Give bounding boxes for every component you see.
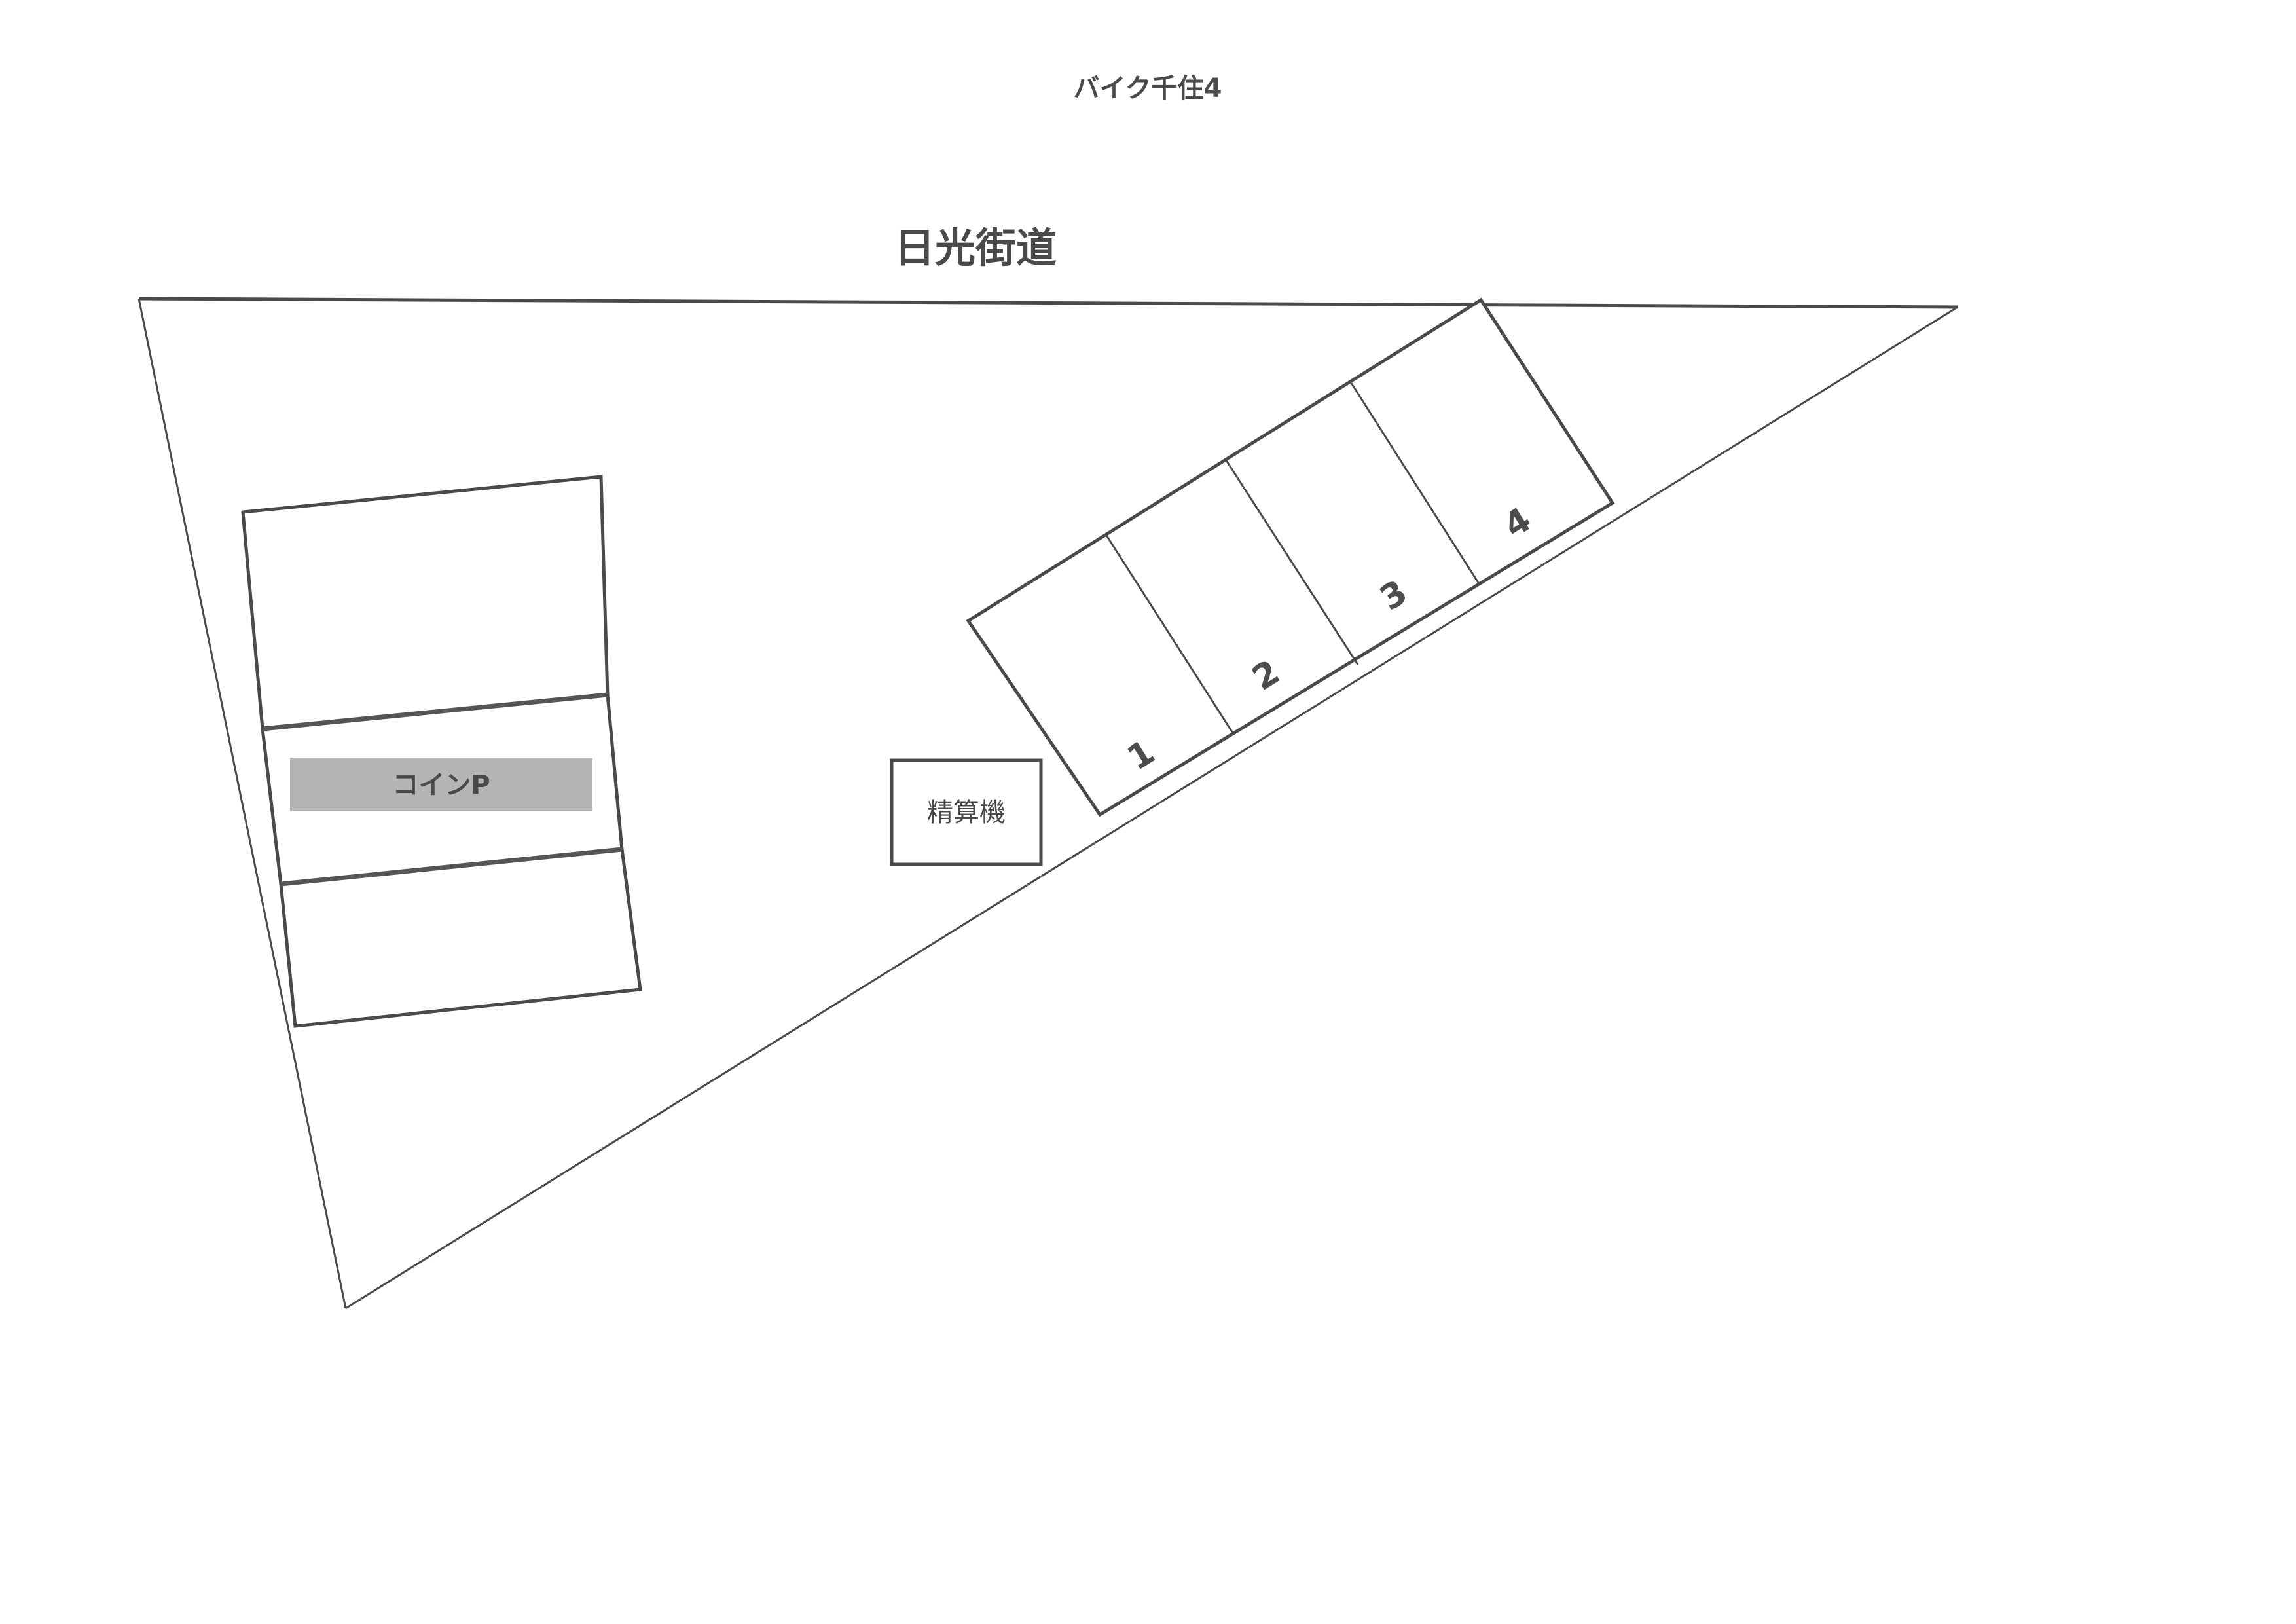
bike-divider-2-3 <box>1225 460 1359 665</box>
coin-parking-label: コインP <box>392 770 490 800</box>
bike-divider-1-2 <box>1104 534 1235 735</box>
lot-boundary <box>137 297 1958 1310</box>
bike-parking-block: 1 2 3 4 <box>966 297 1615 817</box>
pay-machine-label: 精算機 <box>927 798 1006 828</box>
car-space-1[interactable] <box>241 475 610 731</box>
coin-parking-label-bg <box>290 758 592 811</box>
bike-divider-3-4 <box>1350 382 1481 585</box>
coin-parking-block: コインP <box>241 475 642 1028</box>
pay-machine: 精算機 <box>890 758 1043 866</box>
road-label: 日光街道 <box>894 224 1057 272</box>
page-title: バイク千住4 <box>1073 73 1222 103</box>
